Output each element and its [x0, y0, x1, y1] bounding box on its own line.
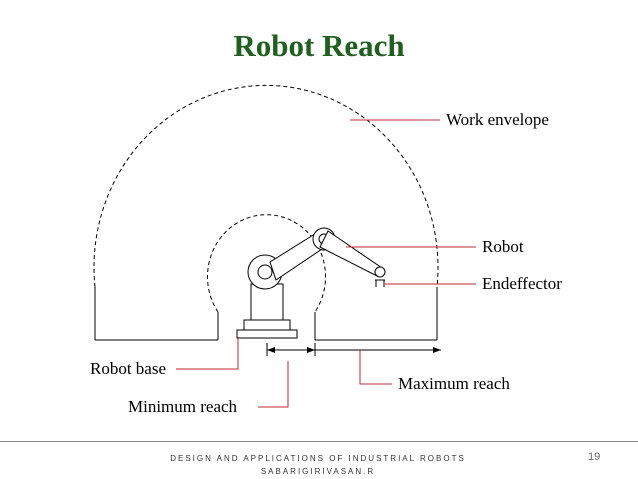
minimum-reach-inner-arc — [207, 214, 326, 313]
label-robot-base: Robot base — [90, 359, 166, 378]
maximum-reach-leader — [359, 350, 392, 385]
endeffector-gripper — [375, 279, 385, 287]
robot-column — [250, 283, 284, 321]
label-work-envelope: Work envelope — [446, 110, 549, 129]
label-endeffector: Endeffector — [482, 274, 562, 293]
forearm-link — [319, 230, 383, 277]
shoulder-joint — [257, 264, 273, 280]
robot-arm — [236, 227, 386, 339]
robot-base-block — [243, 319, 291, 331]
label-minimum-reach: Minimum reach — [128, 397, 238, 416]
robot-base-plate — [236, 329, 298, 339]
wrist-joint — [374, 266, 386, 278]
page-number: 19 — [588, 451, 601, 463]
label-robot: Robot — [482, 237, 524, 256]
arrowhead — [433, 347, 441, 353]
footer-author: SABARIGIRIVASAN.R — [260, 467, 376, 476]
footer-divider — [0, 441, 638, 442]
slide-title: Robot Reach — [233, 28, 405, 63]
minimum-reach-leader — [258, 361, 289, 408]
robot-base-leader — [176, 337, 239, 370]
work-envelope-outer-arc — [93, 84, 439, 288]
label-maximum-reach: Maximum reach — [398, 374, 510, 393]
footer-course-title: DESIGN AND APPLICATIONS OF INDUSTRIAL RO… — [170, 454, 466, 463]
leader-lines — [176, 119, 476, 408]
